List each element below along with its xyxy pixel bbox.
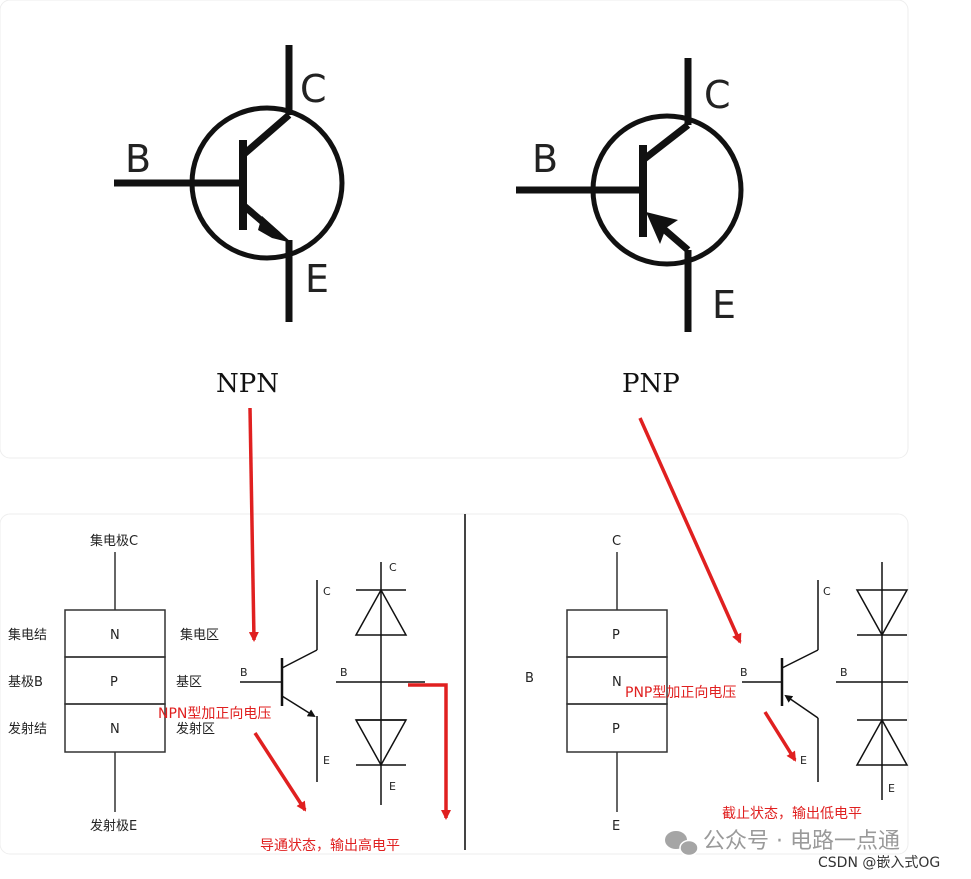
npn-left-label-3: 发射结 <box>8 721 47 737</box>
npn-state-arrow <box>253 732 307 812</box>
npn-output-arrow <box>408 683 451 820</box>
npn-diode-e-label: E <box>389 780 396 793</box>
npn-state-annotation: 导通状态，输出高电平 <box>260 837 400 854</box>
wechat-icon <box>665 831 699 857</box>
npn-diode-c-label: C <box>389 561 397 574</box>
pnp-small-b-label: B <box>740 666 748 679</box>
npn-down-arrow <box>248 407 259 642</box>
npn-left-label-1: 集电结 <box>8 627 47 643</box>
pnp-collector-label: C <box>612 534 621 549</box>
pnp-state-arrow <box>763 711 797 762</box>
pnp-layer-bottom: P <box>612 722 620 737</box>
pnp-state-annotation: 截止状态，输出低电平 <box>722 806 862 822</box>
pnp-large-e-label: E <box>712 283 736 327</box>
pnp-diode-e-label: E <box>888 782 895 795</box>
npn-right-label-1: 集电区 <box>180 627 219 643</box>
npn-layer-bottom: N <box>110 722 120 737</box>
npn-large-e-label: E <box>305 257 329 301</box>
pnp-small-c-label: C <box>823 585 831 598</box>
npn-large-emitter-arrow <box>258 216 292 243</box>
pnp-emitter-label: E <box>612 819 620 834</box>
npn-emitter-label: 发射极E <box>90 818 137 834</box>
pnp-layer-middle: N <box>612 675 622 690</box>
red-annotations <box>248 407 797 820</box>
pnp-diode-b-label: B <box>840 666 848 679</box>
npn-diode-b-label: B <box>340 666 348 679</box>
npn-left-label-2: 基极B <box>8 675 43 690</box>
npn-small-symbol <box>240 580 318 782</box>
npn-right-label-2: 基区 <box>176 675 202 690</box>
pnp-voltage-annotation: PNP型加正向电压 <box>625 685 736 701</box>
npn-collector-label: 集电极C <box>90 533 138 549</box>
npn-layer-middle: P <box>110 675 118 690</box>
npn-right-label-3: 发射区 <box>176 721 215 737</box>
watermark-csdn: CSDN @嵌入式OG <box>818 855 940 871</box>
pnp-base-label: B <box>525 671 534 686</box>
npn-small-e-label: E <box>323 754 330 767</box>
pnp-small-e-label: E <box>800 754 807 767</box>
pnp-structure <box>566 552 668 812</box>
pnp-large-b-label: B <box>532 137 558 181</box>
npn-structure <box>64 552 166 812</box>
npn-large-b-label: B <box>125 137 151 181</box>
pnp-down-arrow <box>638 417 742 644</box>
npn-layer-top: N <box>110 628 120 643</box>
pnp-large-c-label: C <box>704 73 731 117</box>
npn-small-b-label: B <box>240 666 248 679</box>
pnp-caption: PNP <box>622 369 680 399</box>
pnp-large-emitter-arrow <box>646 212 678 244</box>
npn-caption: NPN <box>216 369 279 399</box>
bottom-panel <box>0 513 909 855</box>
npn-diode-model <box>336 562 425 805</box>
pnp-layer-top: P <box>612 628 620 643</box>
pnp-small-symbol <box>742 580 819 782</box>
npn-large-c-label: C <box>300 67 327 111</box>
npn-voltage-annotation: NPN型加正向电压 <box>158 706 271 722</box>
watermark-account: 公众号 · 电路一点通 <box>703 829 900 854</box>
top-panel <box>0 0 909 459</box>
npn-small-c-label: C <box>323 585 331 598</box>
pnp-diode-model <box>836 562 909 800</box>
